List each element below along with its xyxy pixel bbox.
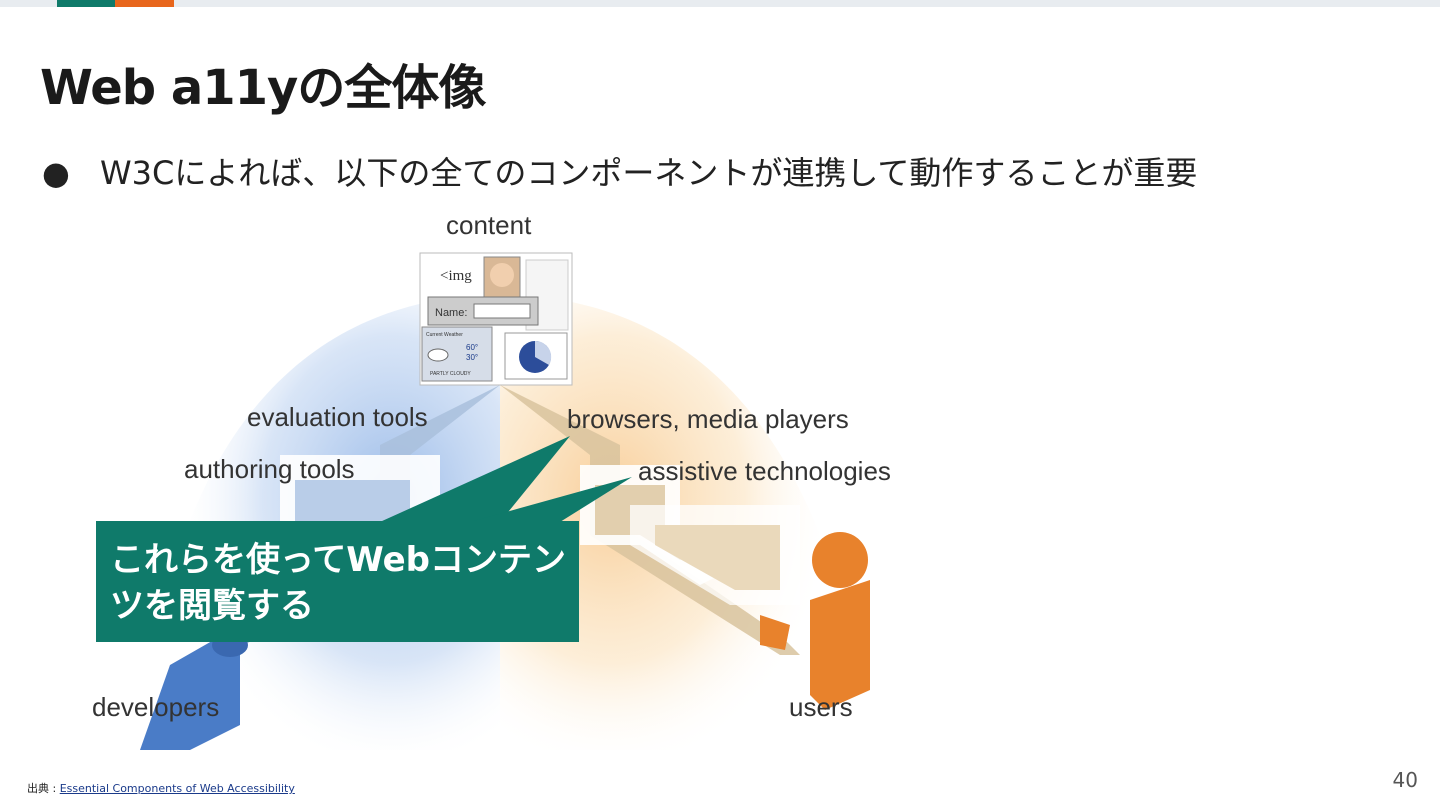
weather-high: 60° [466, 343, 478, 352]
source-prefix: 出典 : [27, 782, 60, 795]
label-assistive-technologies: assistive technologies [638, 456, 891, 486]
name-field-input [473, 303, 531, 319]
user-body [810, 580, 870, 710]
cloud-icon [427, 348, 449, 362]
source-citation: 出典 : Essential Components of Web Accessi… [27, 780, 295, 796]
label-authoring-tools: authoring tools [184, 454, 355, 484]
photo-face [490, 263, 514, 287]
callout-box: これらを使ってWebコンテンツを閲覧する [96, 521, 579, 642]
label-evaluation-tools: evaluation tools [247, 402, 428, 432]
developer-figure [140, 625, 240, 750]
assistive-inner [655, 525, 780, 590]
callout-text: これらを使ってWebコンテンツを閲覧する [110, 540, 566, 626]
img-tag-text: <img [440, 268, 472, 284]
bullet-marker: ● [42, 154, 70, 192]
label-developers: developers [92, 692, 220, 722]
weather-title: Current Weather [426, 332, 463, 338]
name-field-label: Name: [435, 307, 467, 319]
accent-segment-orange [115, 0, 174, 7]
label-users: users [789, 692, 853, 722]
label-browsers: browsers, media players [567, 404, 849, 434]
slide-title: Web a11yの全体像 [40, 60, 486, 116]
pie-slice-icon [535, 340, 552, 365]
label-content: content [446, 210, 532, 240]
source-link[interactable]: Essential Components of Web Accessibilit… [59, 782, 295, 795]
weather-status: PARTLY CLOUDY [430, 371, 471, 377]
bullet-text: W3Cによれば、以下の全てのコンポーネントが連携して動作することが重要 [100, 154, 1198, 192]
weather-low: 30° [466, 353, 478, 362]
top-accent-bar [0, 0, 1440, 7]
content-panel: <img Name: Current Weather 60° 30° PARTL… [419, 252, 573, 386]
bullet-item: ● W3Cによれば、以下の全てのコンポーネントが連携して動作することが重要 [42, 148, 1197, 194]
page-number: 40 [1392, 768, 1418, 792]
accent-segment-green [57, 0, 115, 7]
user-hand [760, 615, 790, 650]
user-head [812, 532, 868, 588]
